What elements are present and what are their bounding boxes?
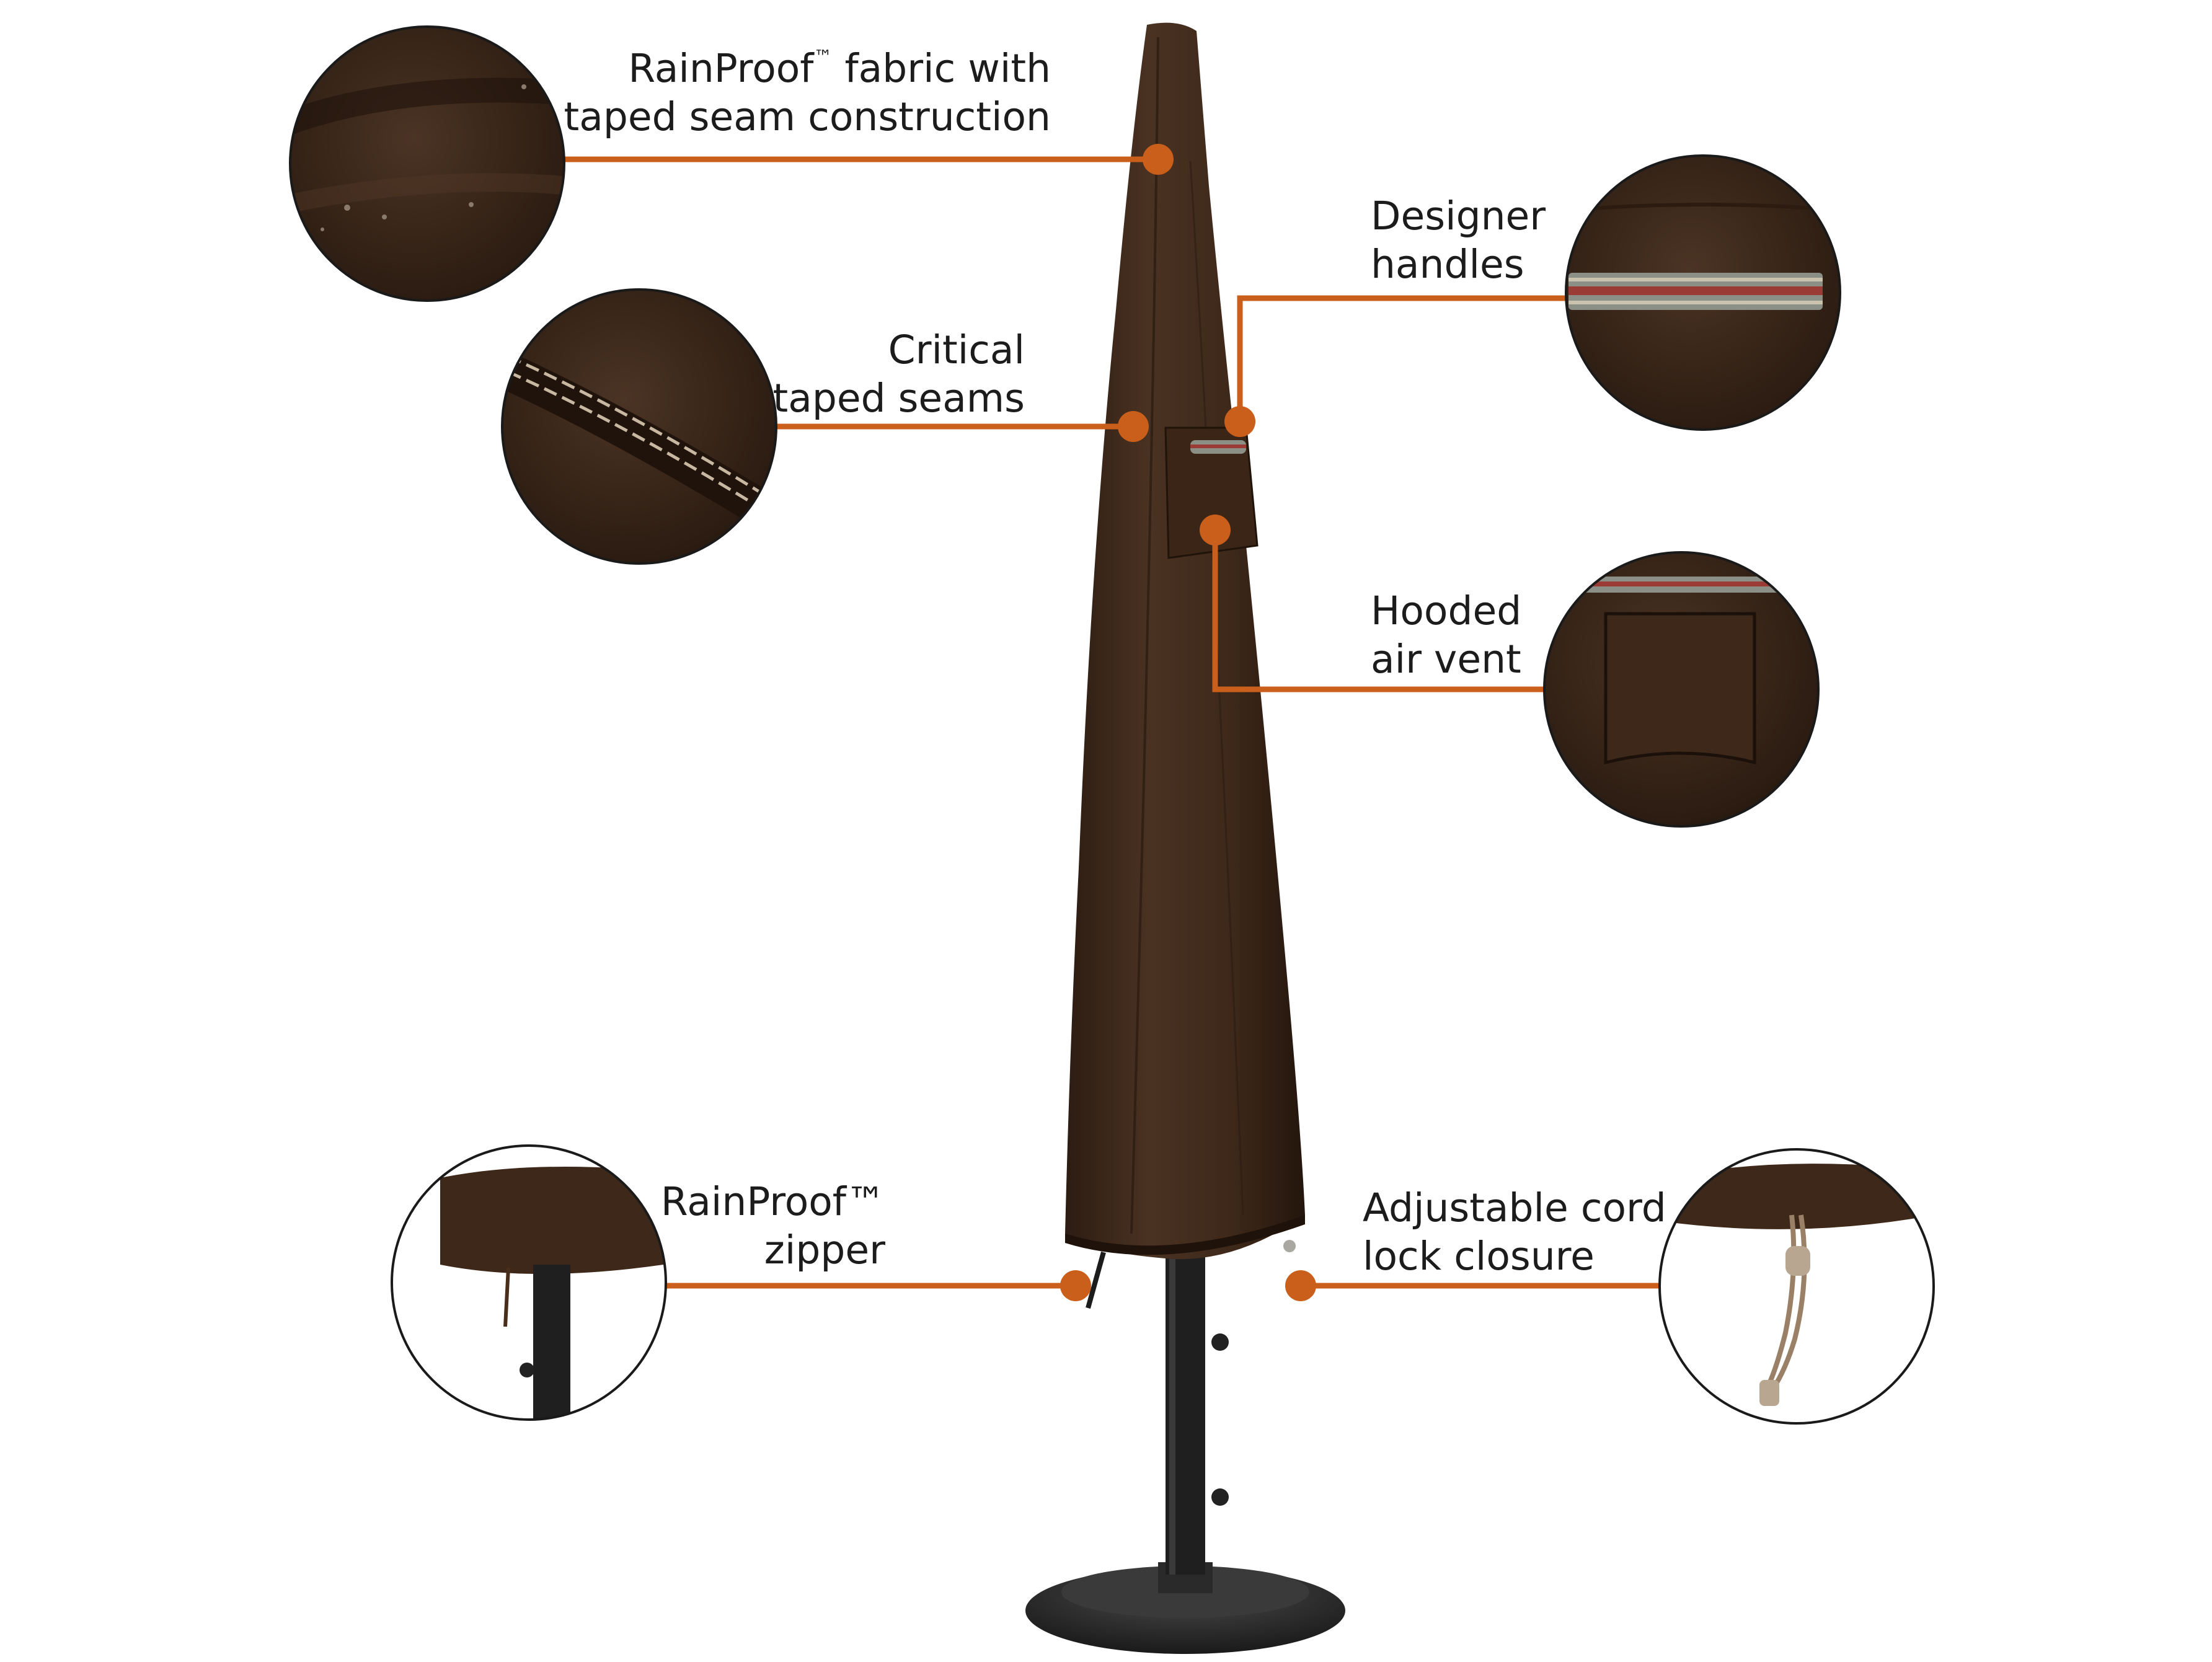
- label-hooded-vent: Hooded air vent: [1371, 588, 1522, 682]
- umbrella-base: [1025, 1562, 1345, 1654]
- detail-circle-vent: [1543, 551, 1820, 828]
- label-rainproof-fabric: RainProof™ fabric with taped seam constr…: [564, 46, 1051, 139]
- label-critical-seams: Critical taped seams: [772, 327, 1025, 421]
- detail-circle-cordlock: [1658, 1148, 1935, 1425]
- callout-dots: [1060, 144, 1316, 1301]
- label-cord-lock: Adjustable cord lock closure: [1363, 1185, 1666, 1279]
- umbrella-pole: [1166, 1252, 1229, 1575]
- umbrella-cover: [1065, 22, 1305, 1309]
- detail-circle-seams: [501, 288, 777, 565]
- detail-circle-handle: [1565, 154, 1841, 431]
- label-rainproof-zipper: RainProof™ zipper: [660, 1179, 885, 1273]
- detail-circle-fabric: [289, 25, 565, 302]
- detail-circle-zipper: [391, 1144, 667, 1421]
- label-designer-handles: Designer handles: [1371, 193, 1546, 287]
- callout-connectors: [561, 156, 1660, 1289]
